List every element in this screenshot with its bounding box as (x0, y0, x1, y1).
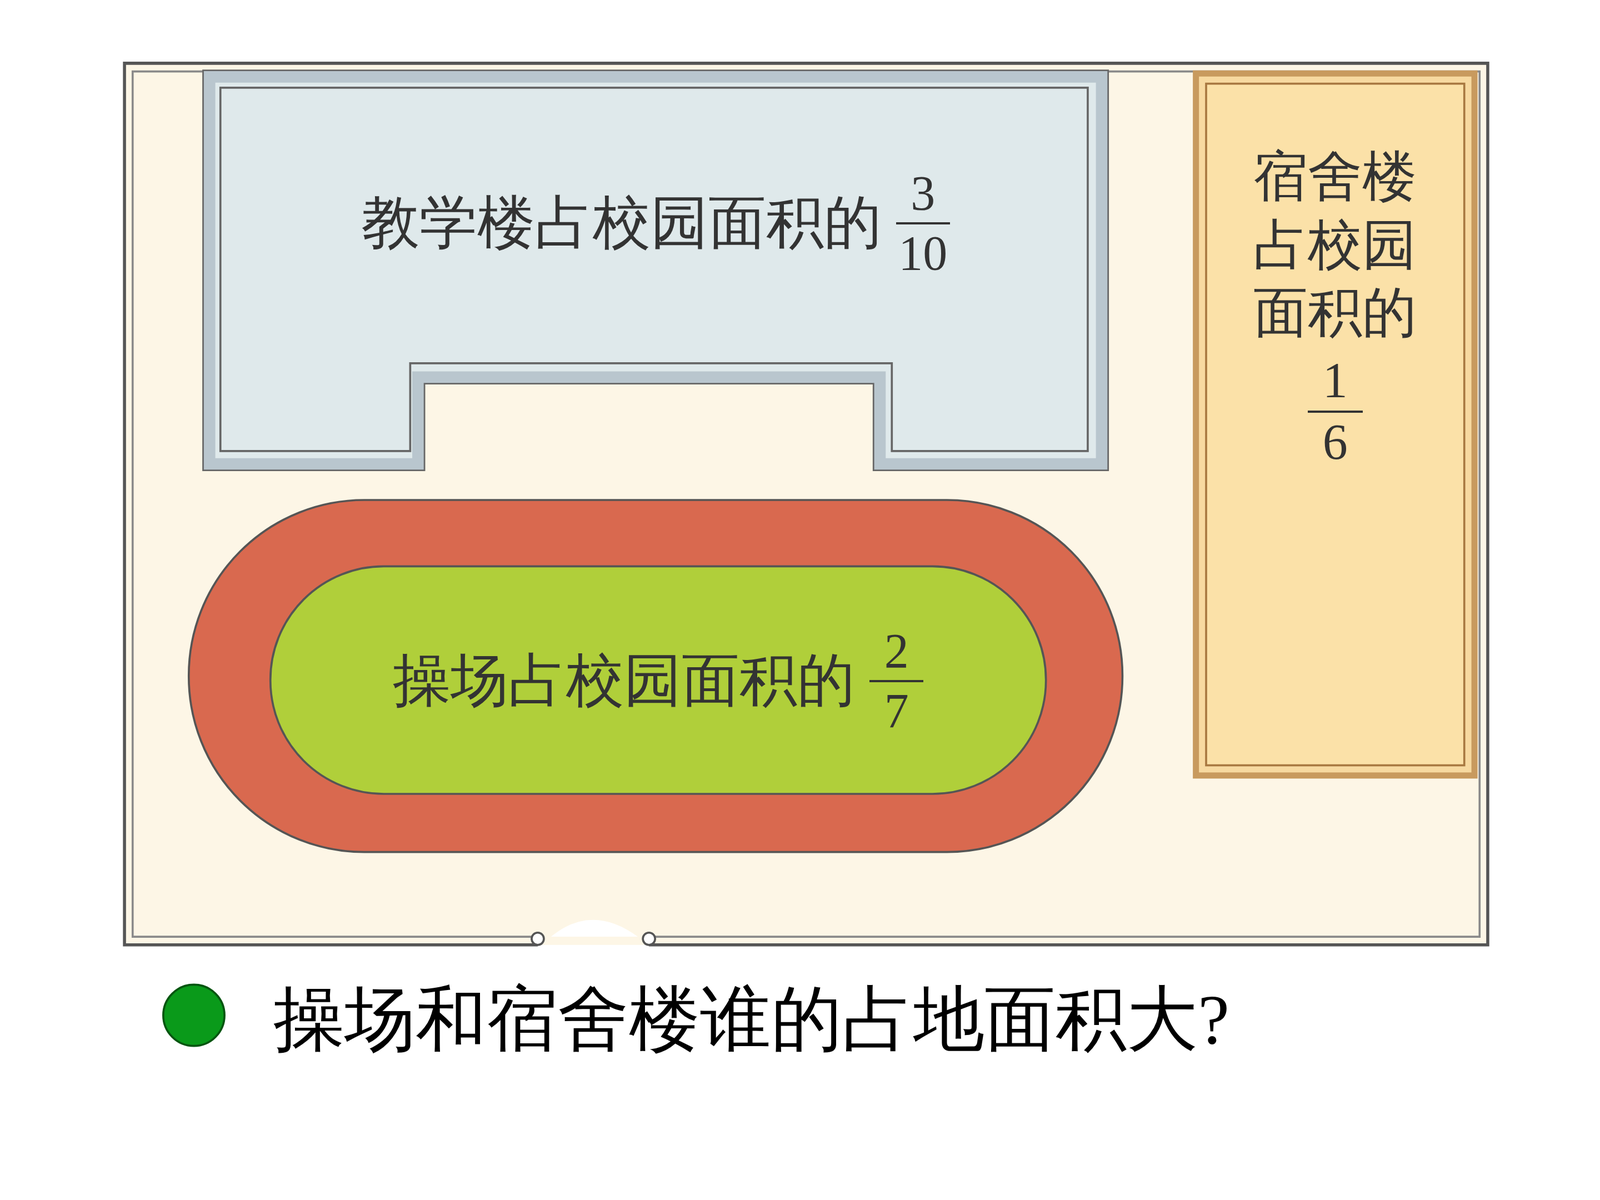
denominator: 6 (1322, 416, 1348, 469)
dormitory-node: 宿舍楼占校园面积的16 (1209, 86, 1462, 760)
question-caption: 操场和宿舍楼谁的占地面积大? (273, 971, 1230, 1068)
campus-wall (124, 63, 1488, 945)
campus-ground (124, 63, 1488, 945)
teaching-building-edge (203, 70, 1109, 471)
fraction-bar (896, 222, 950, 225)
denominator: 7 (884, 685, 909, 737)
numerator: 1 (1322, 354, 1348, 408)
gate (551, 920, 638, 937)
area-label: 操场占校园面积的 (392, 642, 855, 720)
fraction: 310 (896, 167, 950, 280)
fraction-bar (869, 680, 924, 683)
area-label: 宿舍楼占校园面积的 (1253, 142, 1417, 348)
teaching-building-inner (220, 87, 1088, 452)
teaching-building-node: 教学楼占校园面积的310 (219, 90, 1092, 358)
bullet (163, 984, 225, 1046)
teaching-building-shape (209, 76, 1103, 465)
gate-post (642, 932, 655, 945)
numerator: 3 (910, 167, 935, 219)
dormitory-shape (1196, 73, 1475, 776)
gate-post (531, 932, 544, 945)
dormitory-inner (1206, 83, 1465, 766)
denominator: 10 (898, 227, 948, 279)
field (270, 566, 1047, 794)
fraction: 27 (869, 625, 924, 738)
fraction-bar (1307, 410, 1363, 413)
fraction: 16 (1307, 354, 1363, 469)
playground-node: 操场占校园面积的27 (280, 576, 1036, 787)
numerator: 2 (884, 625, 909, 677)
running-track (188, 500, 1123, 853)
campus-wall-inner (132, 71, 1480, 938)
area-label: 教学楼占校园面积的 (361, 184, 882, 263)
